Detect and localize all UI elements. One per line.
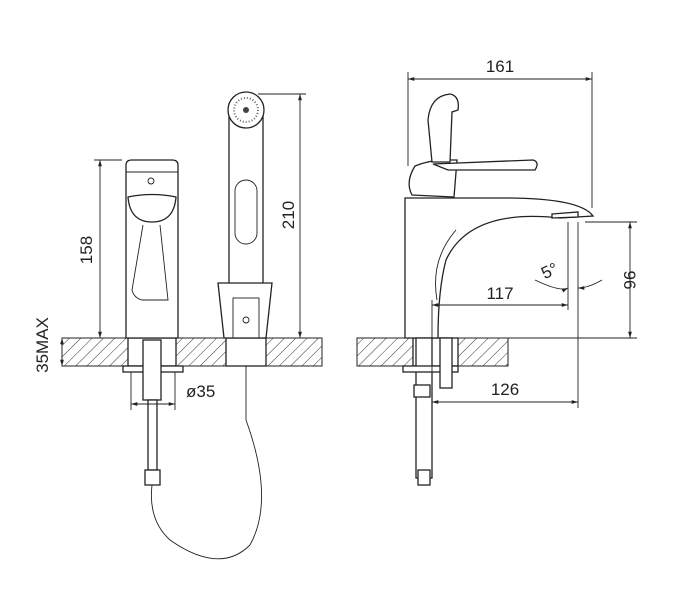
dim-overall-length: 161: [486, 57, 514, 76]
dim-hole-diameter: ø35: [186, 382, 215, 401]
dim-max-thickness: 35MAX: [33, 317, 52, 373]
countertop-left: [61, 337, 323, 367]
under-counter-fittings: [122, 339, 262, 560]
dim-spout-height: 96: [620, 271, 639, 290]
side-view: 161 96 117 5° 126: [356, 57, 639, 486]
basin-faucet-front: [125, 159, 179, 339]
hand-shower-front: [217, 91, 273, 339]
dim-shower-height: 210: [279, 201, 298, 229]
front-view: 158 210 35MAX ø35: [33, 91, 323, 560]
dim-spray-angle: 5°: [538, 259, 561, 283]
dim-faucet-height: 158: [77, 236, 96, 264]
dim-spout-reach: 117: [486, 284, 513, 303]
shower-mount-hole: [225, 337, 267, 367]
dim-outlet-reach: 126: [491, 380, 519, 399]
basin-faucet-side: [402, 93, 595, 486]
